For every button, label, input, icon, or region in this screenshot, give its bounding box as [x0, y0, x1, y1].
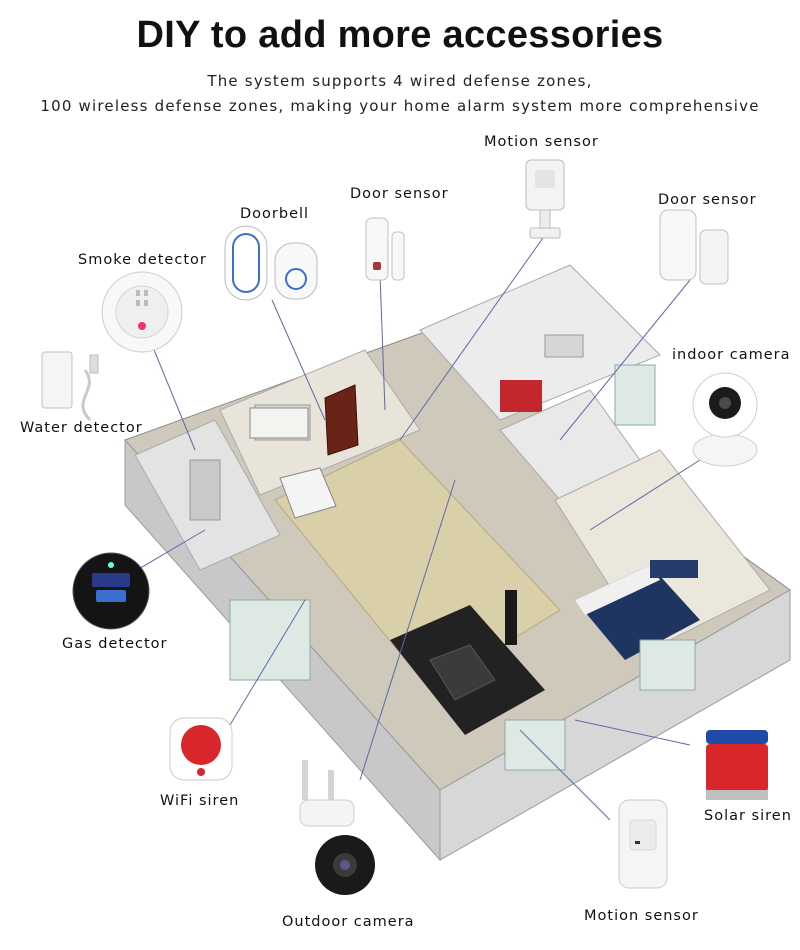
door-sensor-right-device [659, 209, 729, 285]
label-wifi-siren: WiFi siren [160, 793, 240, 809]
label-smoke-detector: Smoke detector [78, 252, 207, 268]
water-detector-device [41, 351, 99, 422]
house-floorplan [124, 264, 791, 862]
label-doorbell: Doorbell [240, 206, 310, 222]
top-bathroom [419, 264, 661, 421]
subtitle-line-1: The system supports 4 wired defense zone… [207, 72, 593, 90]
motion-sensor-bottom-device [618, 799, 668, 889]
gas-detector-device [72, 552, 150, 630]
subtitle-line-2: 100 wireless defense zones, making your … [40, 97, 760, 115]
label-outdoor-camera: Outdoor camera [282, 914, 415, 930]
door-sensor-left-device [365, 217, 405, 281]
label-indoor-camera: indoor camera [672, 347, 791, 363]
label-motion-sensor-bottom: Motion sensor [584, 908, 699, 924]
brown-door [324, 384, 359, 456]
label-motion-sensor-top: Motion sensor [484, 134, 599, 150]
label-gas-detector: Gas detector [62, 636, 168, 652]
wifi-siren-device [169, 717, 233, 781]
indoor-camera-device [692, 372, 758, 467]
connector-lines [119, 234, 701, 821]
label-door-sensor-right: Door sensor [658, 192, 757, 208]
outdoor-camera-device [299, 760, 375, 895]
solar-siren-device [706, 730, 768, 800]
label-solar-siren: Solar siren [704, 808, 792, 824]
motion-sensor-top-device [525, 159, 565, 239]
kitchen-room [219, 349, 421, 496]
label-water-detector: Water detector [20, 420, 143, 436]
label-door-sensor-left: Door sensor [350, 186, 449, 202]
doorbell-device [224, 225, 318, 301]
smoke-detector-device [101, 271, 183, 353]
page-title: DIY to add more accessories [136, 14, 664, 56]
